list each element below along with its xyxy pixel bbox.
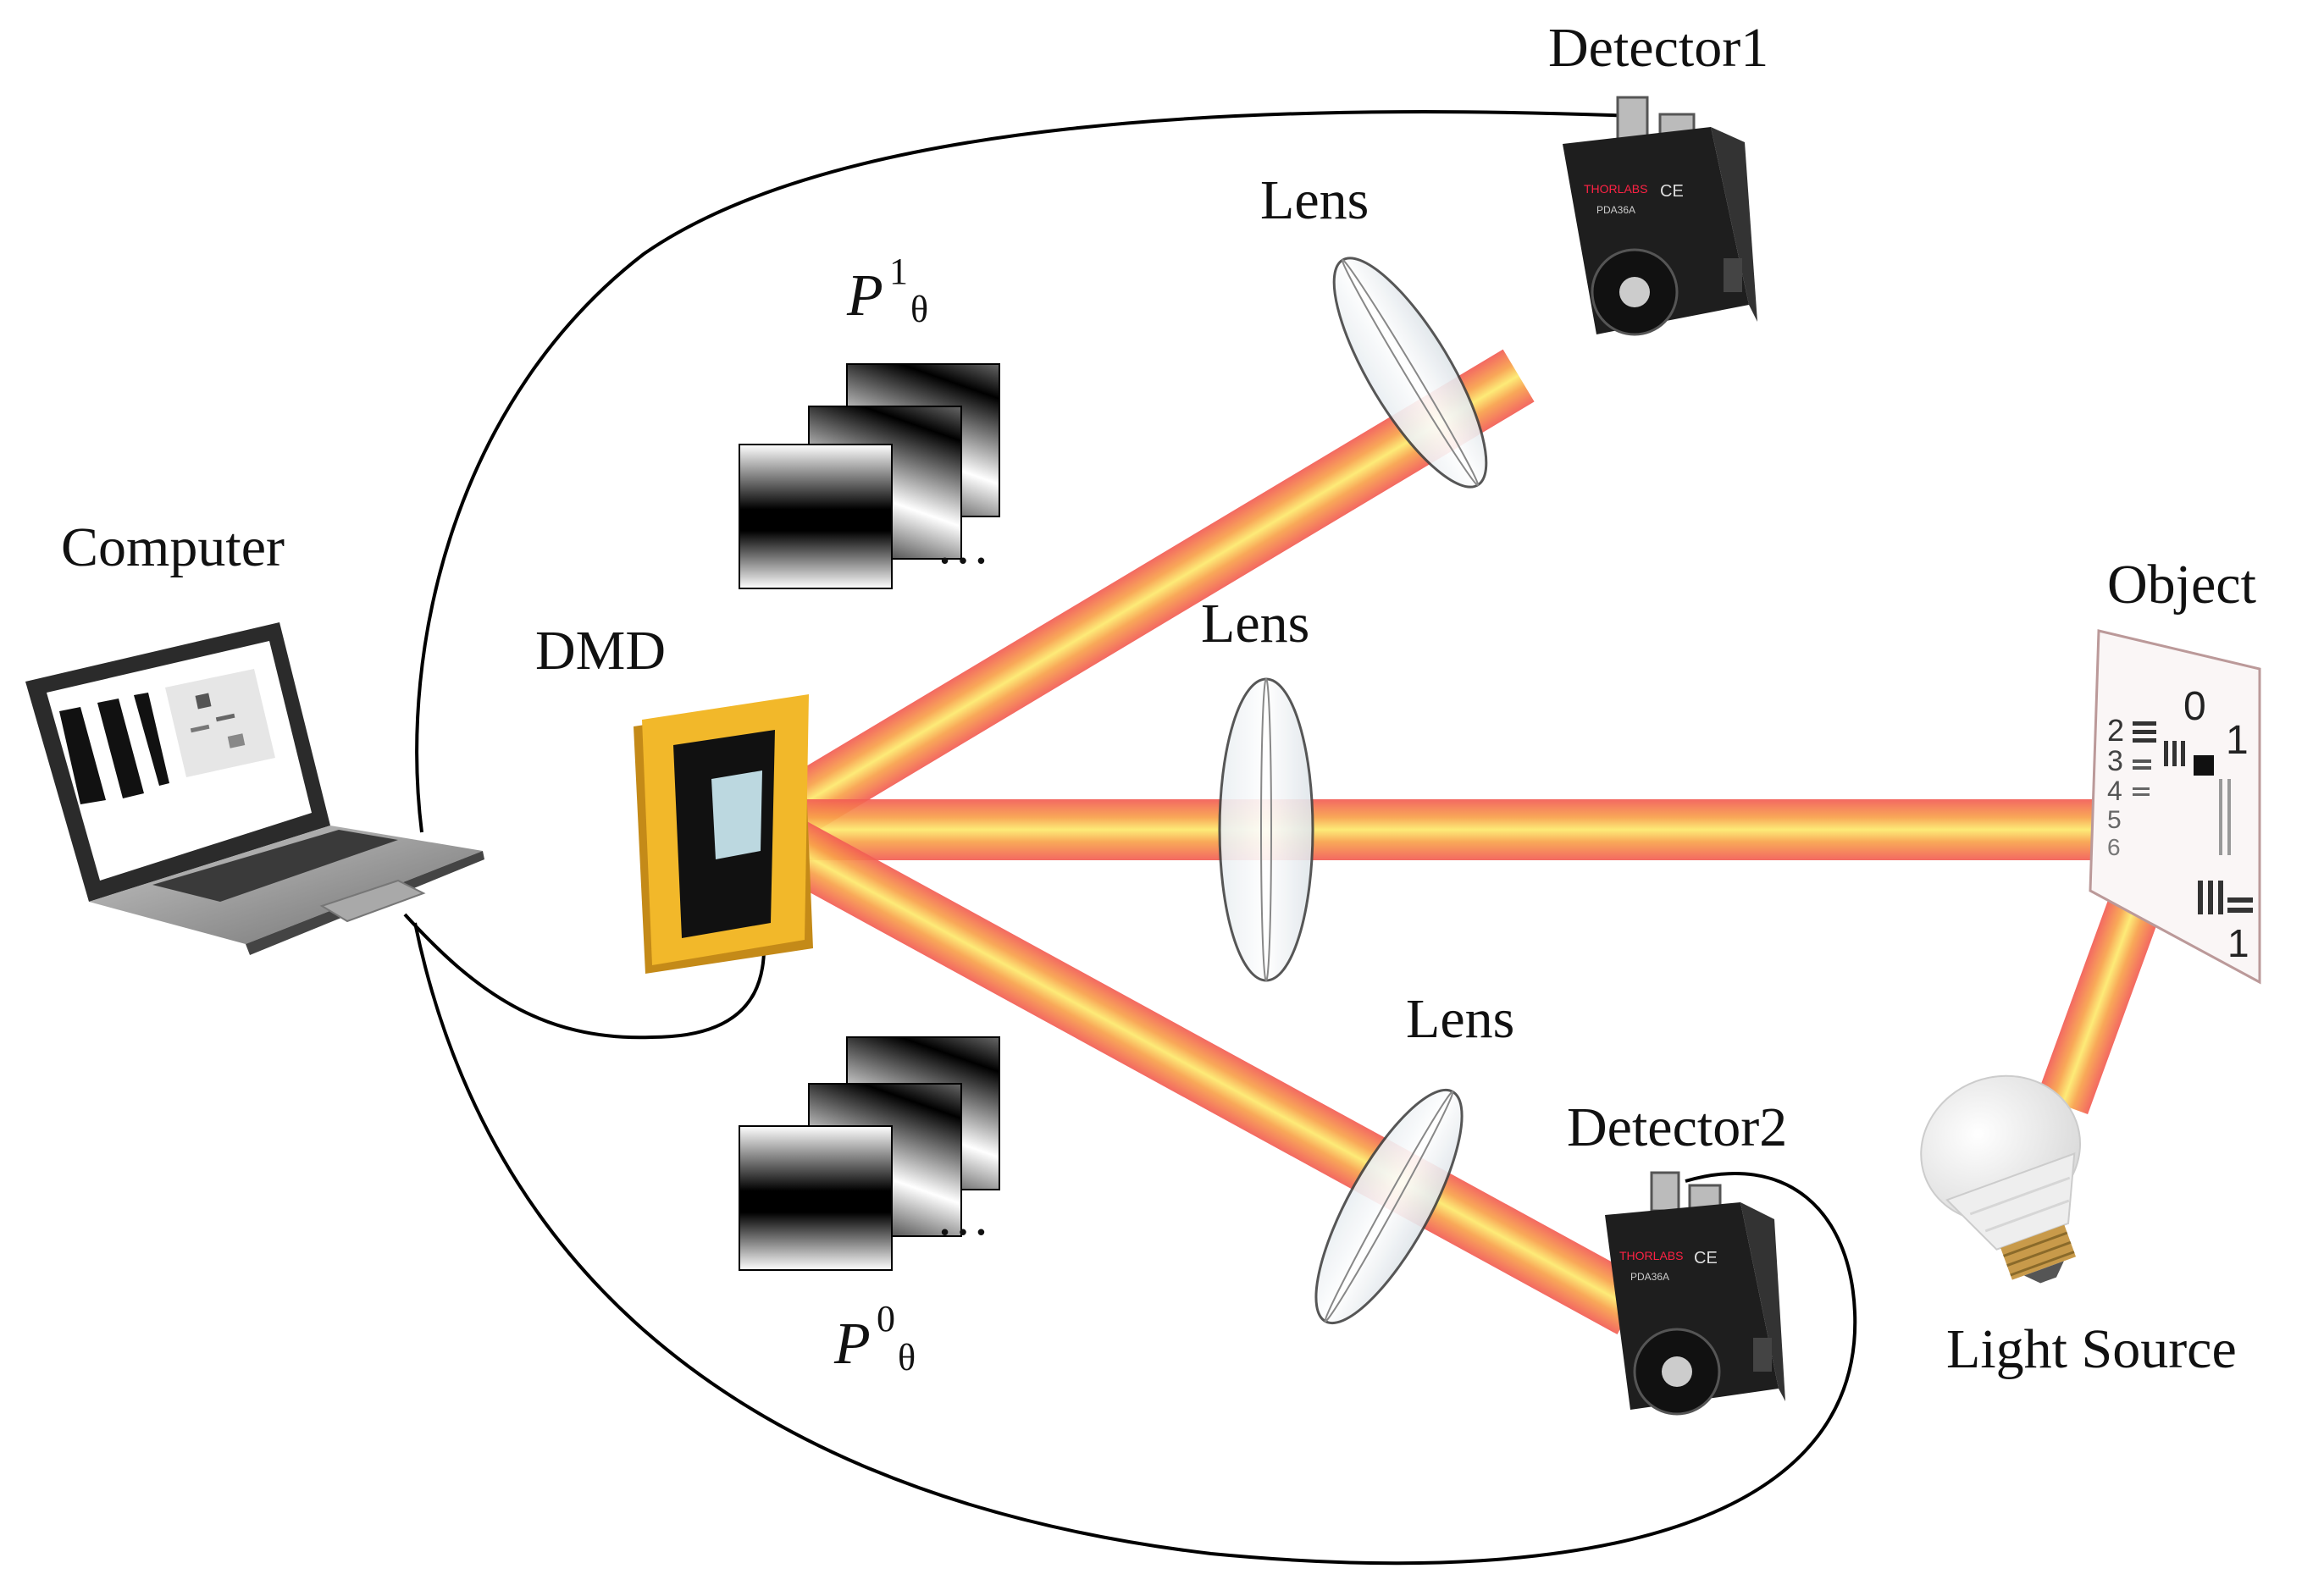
object-group-top: 0 bbox=[2183, 684, 2206, 729]
lens-top bbox=[1332, 257, 1488, 489]
dmd-device bbox=[634, 694, 813, 974]
detector2-model: PDA36A bbox=[1630, 1271, 1669, 1283]
object-element-bottom-right: 1 bbox=[2227, 921, 2249, 965]
light-source-label: Light Source bbox=[1946, 1318, 2237, 1380]
lens-middle-label: Lens bbox=[1201, 593, 1309, 654]
object-element-4: 4 bbox=[2107, 776, 2122, 806]
dmd-label: DMD bbox=[535, 620, 666, 682]
computer-label: Computer bbox=[61, 516, 285, 578]
object-element-2: 2 bbox=[2107, 713, 2124, 748]
lens-top-label: Lens bbox=[1260, 169, 1369, 231]
pattern-top-ellipsis: … bbox=[936, 515, 990, 575]
computer-laptop bbox=[25, 622, 484, 955]
lens-middle bbox=[1218, 677, 1314, 982]
detector1-brand: THORLABS bbox=[1584, 182, 1647, 196]
pattern-stack-bottom: … bbox=[739, 1036, 1000, 1271]
pattern-bottom-sup: 0 bbox=[877, 1298, 895, 1339]
pattern-bottom-sub: θ bbox=[898, 1337, 916, 1378]
pattern-top-sub: θ bbox=[910, 289, 928, 330]
object-element-6: 6 bbox=[2107, 834, 2121, 860]
detector2: THORLABS CE PDA36A bbox=[1605, 1171, 1785, 1416]
object-element-3: 3 bbox=[2107, 745, 2123, 777]
detector1: THORLABS CE PDA36A bbox=[1563, 96, 1757, 336]
object-element-5: 5 bbox=[2107, 806, 2122, 834]
detector1-label: Detector1 bbox=[1548, 17, 1768, 79]
pattern-top-sup: 1 bbox=[889, 251, 908, 292]
wire-computer-dmd bbox=[403, 880, 766, 1040]
detector1-ce: CE bbox=[1660, 182, 1684, 201]
lens-bottom bbox=[1314, 1088, 1464, 1325]
object-target: 0 1 2 3 4 5 6 1 bbox=[2089, 629, 2261, 985]
wire-computer-detector1 bbox=[415, 110, 1635, 833]
pattern-label-top: P 1 θ bbox=[846, 251, 928, 330]
pattern-top-base: P bbox=[846, 263, 883, 329]
detector2-brand: THORLABS bbox=[1619, 1249, 1683, 1262]
object-label: Object bbox=[2107, 554, 2256, 616]
detector1-model: PDA36A bbox=[1596, 204, 1635, 216]
object-group-right: 1 bbox=[2226, 718, 2249, 763]
pattern-stack-top: … bbox=[739, 363, 1000, 589]
beam-object-dmd bbox=[766, 799, 2189, 860]
wire-computer-detector2 bbox=[413, 922, 1857, 1566]
light-source-bulb bbox=[1920, 1074, 2082, 1284]
beam-dmd-detector1 bbox=[750, 349, 1535, 852]
pattern-bottom-ellipsis: … bbox=[936, 1186, 990, 1246]
detector2-ce: CE bbox=[1694, 1249, 1718, 1267]
pattern-label-bottom: P 0 θ bbox=[833, 1298, 916, 1378]
detector2-label: Detector2 bbox=[1567, 1096, 1787, 1158]
pattern-bottom-base: P bbox=[833, 1312, 871, 1377]
lens-bottom-label: Lens bbox=[1406, 988, 1514, 1050]
laptop-screen-target-image bbox=[165, 669, 275, 777]
laptop-screen-fringe-pattern bbox=[59, 693, 169, 804]
